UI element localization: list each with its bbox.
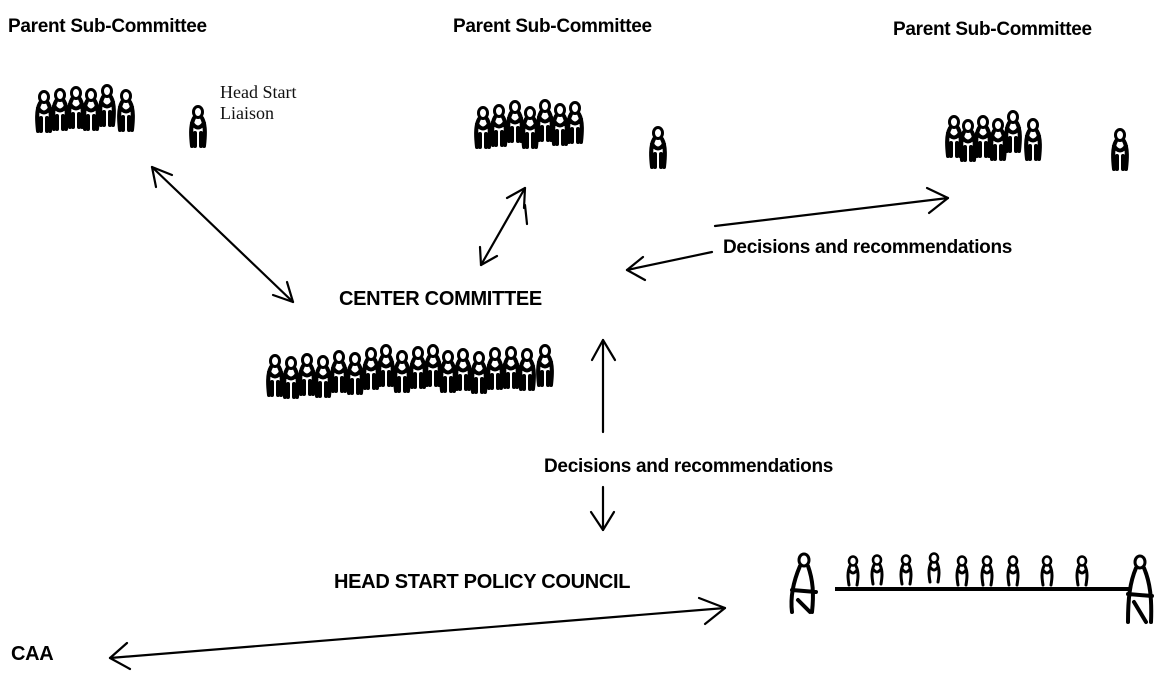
decisions-label-right: Decisions and recommendations (723, 237, 1013, 258)
head-start-policy-council-title: HEAD START POLICY COUNCIL (334, 571, 631, 593)
policy-council-table (789, 552, 1154, 624)
caa-title: CAA (11, 643, 54, 665)
arrow-left-group-to-center (150, 165, 295, 304)
arrow-center-to-council (589, 485, 616, 532)
policy-council-members (846, 552, 1089, 587)
parent-sub-committee-right-title: Parent Sub-Committee (893, 19, 1092, 40)
parent-sub-committee-middle-title: Parent Sub-Committee (453, 16, 652, 37)
arrow-caa-to-council (108, 596, 727, 671)
arrow-middle-group-to-center (478, 186, 529, 267)
arrow-right-group-to-center (625, 186, 950, 282)
liaison-figure-left (189, 104, 207, 148)
parent-group-right-figures (945, 109, 1042, 162)
parent-sub-committee-left-title: Parent Sub-Committee (8, 16, 207, 37)
liaison-figure-middle (649, 125, 667, 169)
seated-figure-right (1126, 554, 1154, 624)
decisions-label-center: Decisions and recommendations (544, 456, 834, 477)
center-committee-title: CENTER COMMITTEE (339, 288, 542, 310)
head-start-liaison-label: Head Start Liaison (220, 82, 297, 123)
liaison-figure-right (1111, 127, 1129, 171)
arrow-council-to-center (590, 338, 617, 434)
center-committee-figures (266, 343, 554, 399)
seated-figure-left (789, 552, 818, 614)
parent-group-middle-figures (474, 98, 584, 149)
parent-group-left-figures (35, 83, 135, 133)
